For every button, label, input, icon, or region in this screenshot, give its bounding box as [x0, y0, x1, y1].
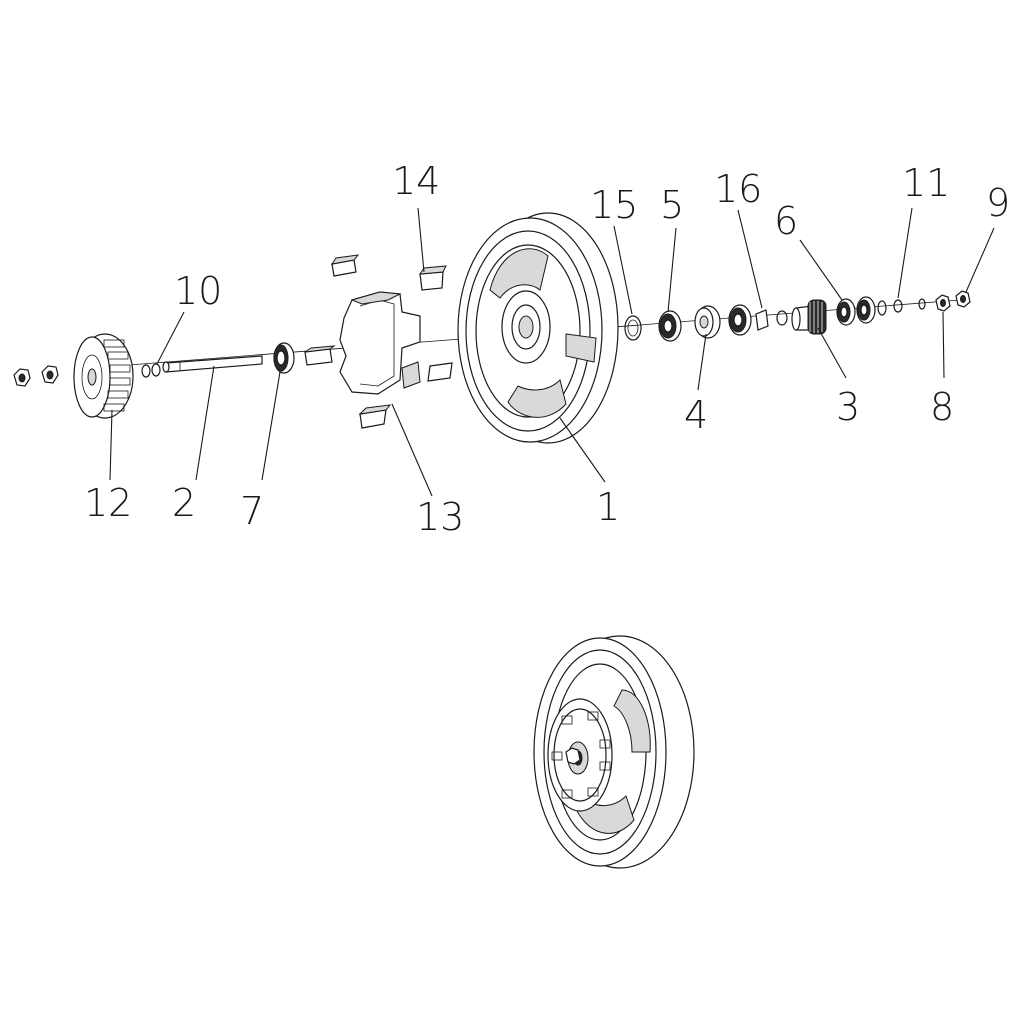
part-4-spacer — [694, 305, 721, 339]
callout-labels: 1 2 3 4 5 6 7 8 9 10 11 12 13 14 15 16 — [84, 159, 1010, 539]
bearing-mid — [728, 304, 752, 336]
part-6-bearings — [836, 296, 876, 326]
magnet-segments-inner — [304, 345, 453, 382]
callout-13: 13 — [416, 495, 464, 539]
callout-8: 8 — [930, 385, 954, 429]
part-7-bearing — [273, 342, 295, 374]
part-1-wheel — [457, 212, 619, 444]
part-3-gear-sleeve — [776, 299, 827, 335]
callout-9: 9 — [986, 181, 1010, 225]
callout-7: 7 — [240, 489, 264, 533]
callout-5: 5 — [660, 183, 684, 227]
callout-3: 3 — [836, 385, 860, 429]
part-2-shaft — [162, 355, 263, 373]
callout-4: 4 — [684, 393, 708, 437]
assembled-wheel — [533, 635, 695, 869]
part-5-bearing — [658, 310, 682, 342]
part-13-clutch — [339, 291, 421, 395]
part-12-motor-hub — [73, 333, 134, 419]
part-15-washer — [624, 315, 642, 341]
part-14-magnets — [330, 254, 447, 429]
callout-2: 2 — [172, 481, 196, 525]
callout-6: 6 — [774, 199, 798, 243]
callout-12: 12 — [84, 481, 132, 525]
callout-1: 1 — [596, 485, 620, 529]
nut-left-b — [41, 365, 59, 384]
part-10-rings — [141, 363, 161, 378]
leader-lines — [109, 207, 995, 497]
callout-10: 10 — [174, 269, 222, 313]
part-16-key — [755, 309, 769, 331]
callout-16: 16 — [714, 167, 762, 211]
callout-15: 15 — [590, 183, 638, 227]
callout-14: 14 — [392, 159, 440, 203]
part-8-nut — [935, 294, 951, 312]
callout-11: 11 — [902, 161, 950, 205]
nut-left-a — [13, 368, 31, 387]
part-11-rings — [877, 298, 926, 316]
part-9-cap-nut — [955, 290, 971, 308]
